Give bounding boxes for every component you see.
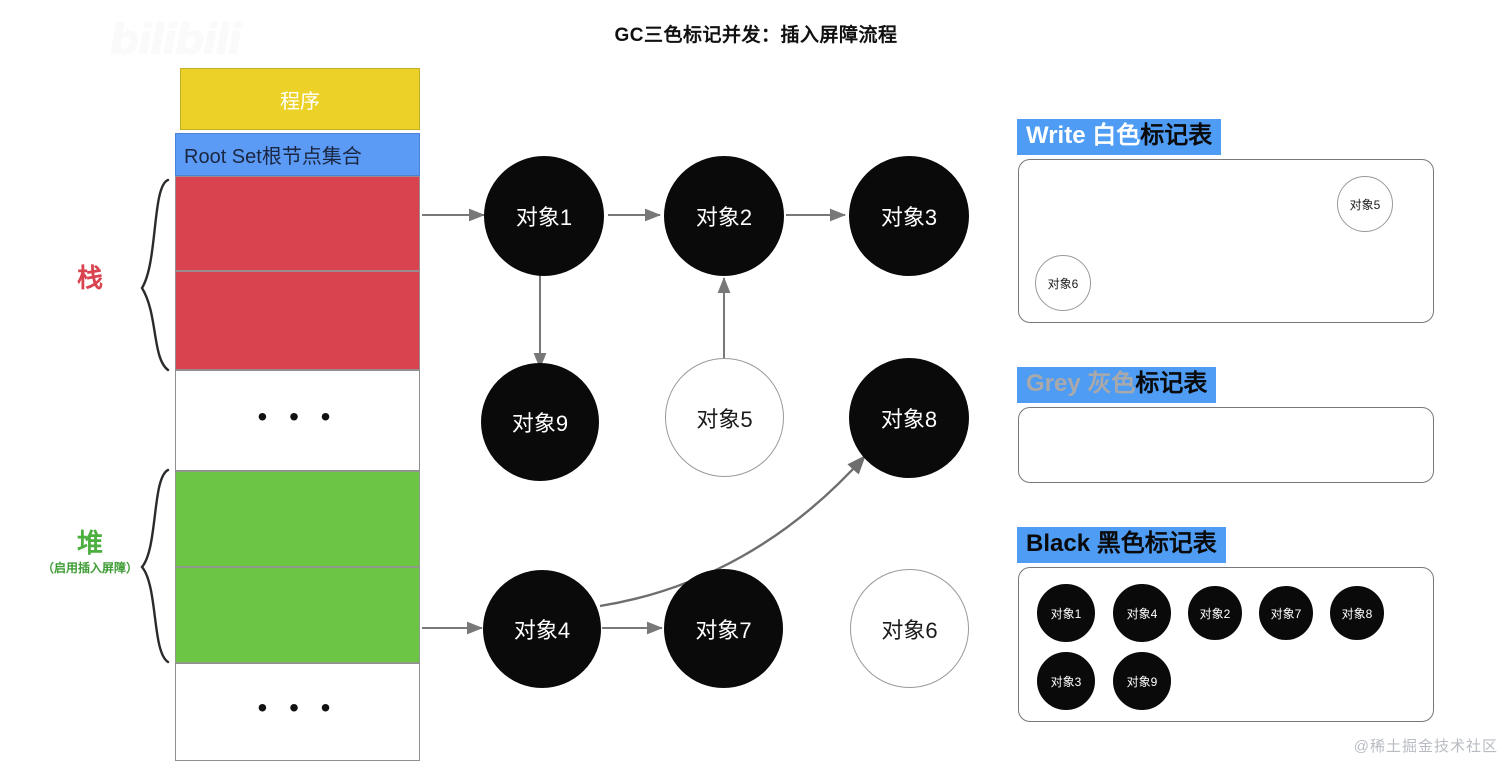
graph-node-obj4-label: 对象4	[513, 618, 571, 643]
memory-slot-root-set: Root Set根节点集合	[175, 133, 420, 176]
memory-slot-heap-1	[175, 471, 420, 567]
graph-node-obj1-label: 对象1	[515, 205, 573, 230]
mark-chip-black-obj3-label: 对象3	[1050, 674, 1082, 689]
mark-table-black-body: 对象1 对象4 对象2 对象7 对象8 对象3 对象9	[1018, 567, 1434, 722]
graph-node-obj5-label: 对象5	[696, 406, 753, 432]
graph-node-obj7-label: 对象7	[695, 617, 752, 643]
mark-chip-white-obj6: 对象6	[1035, 255, 1091, 311]
memory-slot-heap-2	[175, 567, 420, 663]
mark-table-grey-body	[1018, 407, 1434, 483]
graph-node-obj6: 对象6	[850, 569, 969, 688]
graph-node-obj8: 对象8	[849, 358, 969, 478]
mark-table-grey-header-cn: 灰色	[1087, 370, 1136, 397]
graph-node-obj6-label: 对象6	[881, 617, 938, 643]
mark-chip-white-obj5-label: 对象5	[1349, 197, 1381, 212]
memory-slot-stack-more: • • •	[175, 370, 420, 471]
memory-slot-heap-more: • • •	[175, 663, 420, 761]
mark-chip-black-obj4: 对象4	[1113, 584, 1171, 642]
mark-table-grey-header-tail: 标记表	[1135, 370, 1208, 397]
mark-chip-black-obj1: 对象1	[1037, 584, 1095, 642]
mark-chip-white-obj5: 对象5	[1337, 176, 1393, 232]
mark-chip-black-obj9-label: 对象9	[1126, 674, 1158, 689]
mark-chip-black-obj9: 对象9	[1113, 652, 1171, 710]
mark-table-black-header-cn: 黑色	[1096, 530, 1145, 557]
memory-slot-root-set-label: Root Set根节点集合	[184, 146, 362, 168]
mark-chip-black-obj7-label: 对象7	[1270, 606, 1302, 621]
mark-table-grey-header: Grey 灰色标记表	[1017, 367, 1217, 404]
region-label-heap: 堆 （启用插入屏障）	[20, 528, 160, 576]
mark-table-white-header: Write 白色标记表	[1017, 119, 1222, 156]
region-label-heap-sublabel: （启用插入屏障）	[41, 561, 138, 576]
mark-table-black-header-en: Black	[1026, 530, 1097, 557]
mark-chip-black-obj2: 对象2	[1188, 586, 1242, 640]
graph-node-obj9-label: 对象9	[511, 411, 569, 436]
graph-node-obj2-label: 对象2	[695, 205, 753, 230]
mark-table-black-header-tail: 标记表	[1144, 530, 1217, 557]
mark-table-black-header: Black 黑色标记表	[1017, 527, 1226, 564]
mark-chip-black-obj1-label: 对象1	[1050, 606, 1082, 621]
region-label-stack: 栈	[50, 263, 130, 293]
graph-node-obj8-label: 对象8	[880, 407, 938, 432]
graph-node-obj9: 对象9	[481, 363, 599, 481]
memory-slot-stack-1	[175, 176, 420, 271]
mark-table-white-header-en: Write	[1026, 122, 1093, 149]
mark-table-white-header-cn: 白色	[1092, 122, 1141, 149]
mark-chip-black-obj3: 对象3	[1037, 652, 1095, 710]
mark-chip-black-obj7: 对象7	[1259, 586, 1313, 640]
memory-slot-stack-2	[175, 271, 420, 370]
region-label-stack-text: 栈	[76, 263, 103, 293]
mark-chip-white-obj6-label: 对象6	[1047, 276, 1079, 291]
graph-node-obj7: 对象7	[664, 569, 783, 688]
memory-slot-program-label: 程序	[280, 90, 320, 113]
mark-table-grey-header-en: Grey	[1026, 370, 1088, 397]
mark-chip-black-obj4-label: 对象4	[1126, 606, 1158, 621]
graph-node-obj3-label: 对象3	[880, 205, 938, 230]
mark-chip-black-obj2-label: 对象2	[1199, 606, 1231, 621]
graph-node-obj5: 对象5	[665, 358, 784, 477]
region-label-heap-text: 堆	[76, 528, 103, 558]
mark-table-white-header-tail: 标记表	[1140, 122, 1213, 149]
graph-node-obj4: 对象4	[483, 570, 601, 688]
graph-node-obj3: 对象3	[849, 156, 969, 276]
mark-chip-black-obj8-label: 对象8	[1341, 606, 1373, 621]
memory-slot-program: 程序	[180, 68, 420, 130]
mark-chip-black-obj8: 对象8	[1330, 586, 1384, 640]
graph-node-obj2: 对象2	[664, 156, 784, 276]
stack-brace	[140, 178, 170, 372]
page-title: GC三色标记并发：插入屏障流程	[614, 25, 898, 46]
bilibili-watermark-text: bilibili	[109, 15, 242, 64]
mark-table-white-body: 对象5 对象6	[1018, 159, 1434, 323]
memory-slot-heap-more-label: • • •	[257, 692, 338, 723]
juejin-watermark: @稀土掘金技术社区	[1353, 738, 1498, 755]
bilibili-watermark: bilibili	[6, 14, 256, 66]
graph-node-obj1: 对象1	[484, 156, 604, 276]
memory-slot-stack-more-label: • • •	[257, 400, 338, 432]
